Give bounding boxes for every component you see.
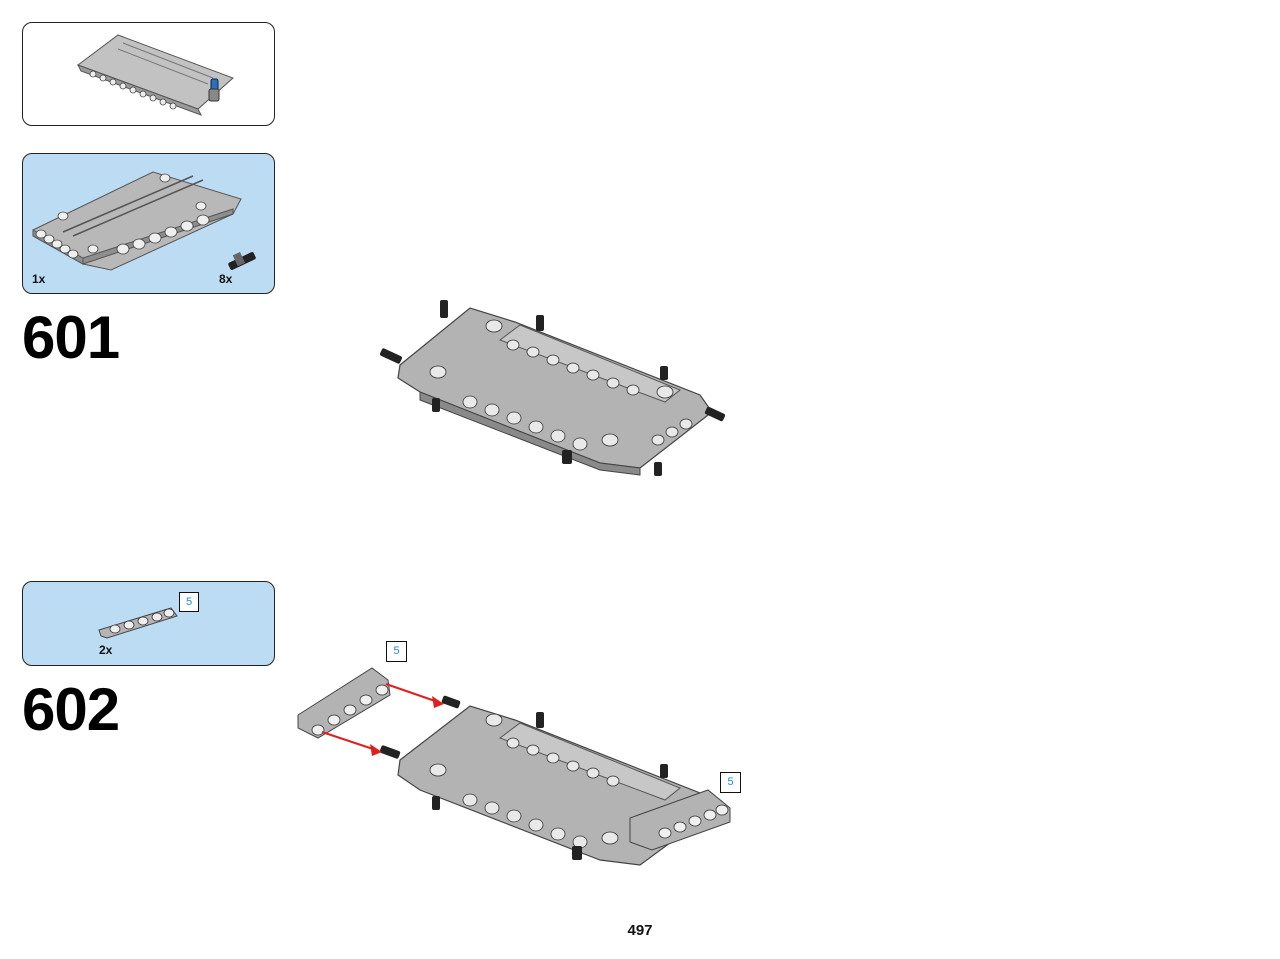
pin-icon: [228, 251, 256, 270]
panel-icon: [32, 171, 242, 271]
part-qty-beam: 2x: [99, 643, 113, 657]
parts-list-602: 5 2x: [22, 581, 275, 666]
subassembly-box: [22, 22, 275, 126]
beam-icon: [98, 607, 178, 639]
part-qty-panel: 1x: [32, 272, 46, 286]
model-callout-beam-2: 5: [720, 772, 741, 793]
part-length-callout: 5: [179, 592, 199, 612]
parts-list-601: 1x 8x: [22, 153, 275, 294]
model-callout-beam: 5: [386, 641, 407, 662]
step-number-601: 601: [22, 304, 120, 371]
step-number-602: 602: [22, 676, 120, 743]
part-qty-pin: 8x: [219, 272, 233, 286]
subassembly-model-icon: [76, 34, 234, 116]
page-number: 497: [627, 922, 653, 939]
